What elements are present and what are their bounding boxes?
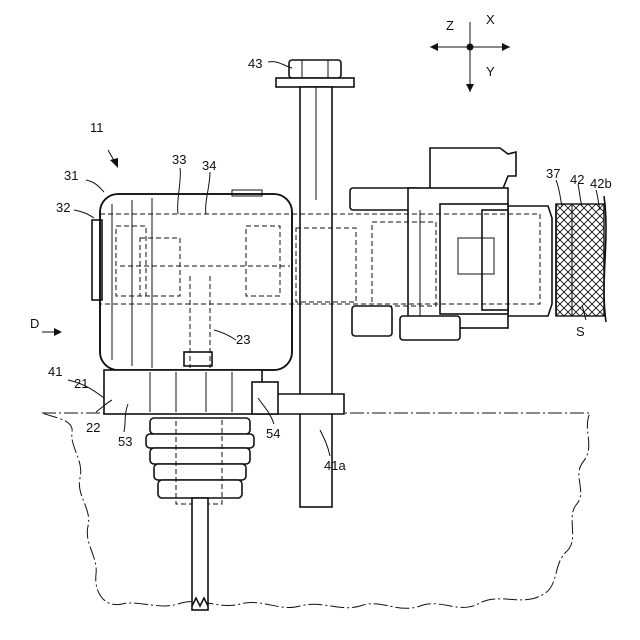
label-d: D — [30, 316, 39, 331]
axis-indicator: Z X Y — [430, 12, 510, 92]
connector-right — [350, 148, 552, 340]
label-42: 42 — [570, 172, 584, 187]
label-54: 54 — [266, 426, 280, 441]
housing-31 — [92, 190, 292, 370]
label-s: S — [576, 324, 585, 339]
axis-label-z: Z — [446, 18, 454, 33]
label-42b: 42b — [590, 176, 612, 191]
label-22: 22 — [86, 420, 100, 435]
label-31: 31 — [64, 168, 78, 183]
label-37: 37 — [546, 166, 560, 181]
label-33: 33 — [172, 152, 186, 167]
wire-harness-42 — [556, 196, 606, 322]
label-53: 53 — [118, 434, 132, 449]
axis-label-x: X — [486, 12, 495, 27]
plug-53 — [146, 418, 254, 610]
label-23: 23 — [236, 332, 250, 347]
label-41a: 41a — [324, 458, 346, 473]
axis-label-y: Y — [486, 64, 495, 79]
label-32: 32 — [56, 200, 70, 215]
label-34: 34 — [202, 158, 216, 173]
label-41: 41 — [48, 364, 62, 379]
label-11: 11 — [90, 120, 104, 135]
direction-arrow-d — [42, 328, 62, 336]
arrow-11 — [108, 150, 118, 168]
label-43: 43 — [248, 56, 262, 71]
label-21: 21 — [74, 376, 88, 391]
